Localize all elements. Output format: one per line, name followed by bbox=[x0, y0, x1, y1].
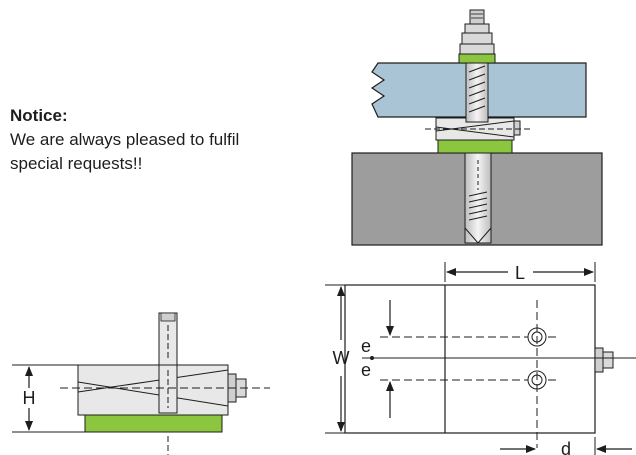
top-view: L W e e d bbox=[325, 262, 636, 455]
offset-dimension: e e bbox=[361, 300, 394, 418]
side-wedge bbox=[77, 364, 229, 416]
notice-title: Notice: bbox=[10, 106, 68, 125]
offset-label-upper: e bbox=[361, 336, 371, 356]
notice-body: We are always pleased to fulfil special … bbox=[10, 130, 240, 173]
top-view-outline bbox=[344, 284, 596, 434]
nut-stack bbox=[459, 9, 495, 55]
side-green-pad bbox=[84, 414, 223, 433]
height-dimension: H bbox=[12, 364, 85, 433]
notice-block: Notice: We are always pleased to fulfil … bbox=[10, 104, 270, 176]
distance-label: d bbox=[561, 439, 571, 455]
side-view: H bbox=[12, 312, 270, 455]
width-label: W bbox=[333, 348, 350, 368]
width-dimension: W bbox=[325, 284, 350, 434]
floor-anchor bbox=[464, 152, 492, 244]
length-dimension: L bbox=[444, 262, 596, 283]
green-pad-top bbox=[437, 139, 513, 154]
installation-section bbox=[351, 9, 603, 246]
green-washer bbox=[458, 53, 496, 64]
distance-dimension: d bbox=[500, 437, 632, 455]
offset-label-lower: e bbox=[361, 360, 371, 380]
leveling-bolt bbox=[465, 57, 489, 123]
length-label: L bbox=[515, 263, 525, 283]
height-label: H bbox=[23, 388, 36, 408]
